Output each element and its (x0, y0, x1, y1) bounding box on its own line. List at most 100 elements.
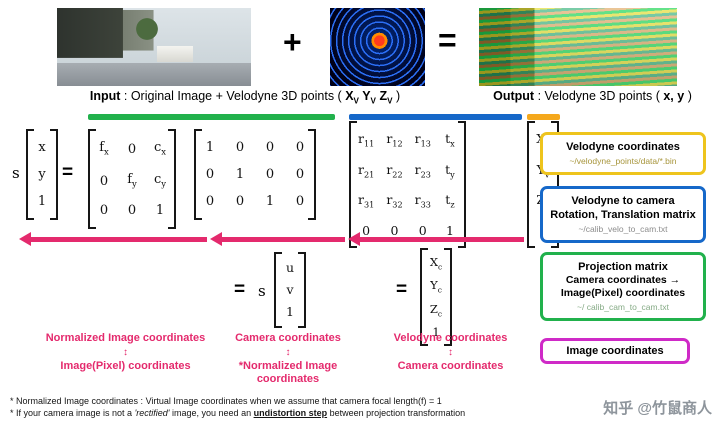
projection-matrix-box: Projection matrix Camera coordinates → I… (540, 252, 706, 321)
coords-label-velodyne: Velodyne coordinates ↕ Camera coordinate… (368, 332, 533, 373)
plus-operator: + (283, 24, 302, 60)
output-caption-label: Output (493, 89, 535, 103)
matrix-cell: Zc (429, 301, 443, 318)
matrix-cell: r11 (358, 131, 375, 149)
matrix-cell: 1 (37, 194, 47, 209)
matrix-cell: 0 (205, 167, 215, 182)
matrix-cell: r12 (386, 131, 403, 149)
box-title: Rotation, Translation matrix (550, 209, 696, 221)
matrix-cell: 0 (295, 140, 305, 155)
matrix-cell: 1 (155, 203, 165, 219)
footnote-undistortion: undistortion step (253, 408, 328, 418)
updown-arrow-icon: ↕ (285, 347, 291, 358)
input-caption-vars: XV YV ZV (345, 89, 393, 106)
footnote-rectified-word: 'rectified' (134, 408, 170, 418)
matrix-cell: 0 (418, 222, 427, 238)
matrix-cell: 1 (265, 194, 275, 209)
matrix-cell: 0 (127, 203, 137, 219)
footnote-text: * If your camera image is not a (10, 408, 135, 418)
output-caption-close: ) (684, 89, 692, 103)
box-file-path: ~/ calib_cam_to_cam.txt (577, 302, 669, 312)
matrix-cell: 1 (235, 167, 245, 182)
pixel-vector-matrix: x y 1 (26, 129, 58, 220)
matrix-cell: 0 (205, 194, 215, 209)
scale-factor-s: s (12, 164, 20, 182)
label-bottom: *Normalized Image coordinates (238, 360, 338, 385)
velodyne-coordinates-box: Velodyne coordinates ~/velodyne_points/d… (540, 132, 706, 175)
coords-label-camera: Camera coordinates ↕ *Normalized Image c… (208, 332, 368, 386)
velodyne-vector-bar (527, 114, 560, 120)
matrix-cell: r13 (414, 131, 431, 149)
extrinsic-matrix-bar (349, 114, 522, 120)
normalized-image-vector-matrix: u v 1 (274, 252, 306, 328)
equation-equals: = (62, 162, 74, 183)
camera-vector-matrix: Xc Yc Zc 1 (420, 248, 452, 346)
box-file-path: ~/calib_velo_to_cam.txt (578, 224, 668, 234)
output-caption-text: : Velodyne 3D points ( (534, 89, 664, 103)
velodyne-pointcloud-image (330, 8, 425, 86)
matrix-cell: r33 (414, 192, 431, 210)
matrix-cell: fy (127, 171, 137, 189)
matrix-cell: tz (445, 192, 455, 210)
footnote-text: between projection transformation (327, 408, 466, 418)
matrix-cell: r23 (414, 161, 431, 180)
matrix-cell: 0 (99, 173, 109, 189)
left-arrow-icon (348, 232, 524, 246)
output-projection-image (479, 8, 677, 86)
matrix-cell: 0 (235, 194, 245, 209)
matrix-cell: cx (153, 140, 167, 157)
updown-arrow-icon: ↕ (123, 347, 128, 358)
footnote-rectified: * If your camera image is not a 'rectifi… (10, 408, 465, 419)
matrix-cell: Yc (430, 278, 442, 295)
equals-operator: = (438, 22, 457, 58)
matrix-cell: cy (153, 171, 167, 189)
label-top: Camera coordinates (235, 332, 341, 344)
matrix-cell: 0 (362, 222, 371, 238)
box-file-path: ~/velodyne_points/data/*.bin (569, 156, 677, 166)
output-caption-vars: x, y (663, 89, 685, 103)
matrix-cell: v (286, 282, 294, 297)
rotation-translation-box: Velodyne to camera Rotation, Translation… (540, 186, 706, 243)
scale-factor-s: s (258, 282, 266, 300)
matrix-cell: x (38, 140, 46, 155)
matrix-cell: 1 (286, 304, 294, 319)
label-top: Normalized Image coordinates (45, 332, 206, 344)
input-street-image (57, 8, 251, 86)
matrix-cell: fx (99, 140, 109, 157)
matrix-cell: Xc (429, 255, 443, 272)
label-top: Velodyne coordinates (393, 332, 508, 344)
input-caption-close: ) (392, 89, 401, 103)
matrix-cell: ty (445, 161, 455, 180)
label-bottom: Image(Pixel) coordinates (60, 360, 191, 372)
output-caption: Output : Velodyne 3D points ( x, y ) (470, 89, 715, 103)
box-line: Camera coordinates → (565, 274, 681, 286)
matrix-cell: 0 (390, 222, 399, 238)
matrix-cell: 0 (235, 140, 245, 155)
left-arrow-icon (210, 232, 345, 246)
matrix-cell: tx (445, 131, 455, 149)
left-arrow-icon (19, 232, 207, 246)
input-caption: Input : Original Image + Velodyne 3D poi… (25, 89, 465, 106)
matrix-cell: 0 (295, 167, 305, 182)
watermark: 知乎 @竹鼠商人 (603, 400, 712, 417)
input-caption-label: Input (89, 89, 121, 103)
matrix-cell: y (38, 167, 46, 182)
box-title: Velodyne coordinates (566, 141, 680, 153)
mid-equals-2: = (396, 279, 408, 300)
box-title: Projection matrix (578, 261, 668, 273)
label-bottom: Camera coordinates (397, 360, 504, 372)
matrix-cell: r32 (386, 192, 403, 210)
coords-label-image: Normalized Image coordinates ↕ Image(Pix… (38, 332, 213, 373)
box-title: Image coordinates (566, 345, 664, 357)
matrix-cell: u (285, 260, 295, 275)
matrix-cell: 0 (265, 140, 275, 155)
footnote-text: image, you need an (169, 408, 254, 418)
input-caption-text: : Original Image + Velodyne 3D points ( (120, 89, 346, 103)
